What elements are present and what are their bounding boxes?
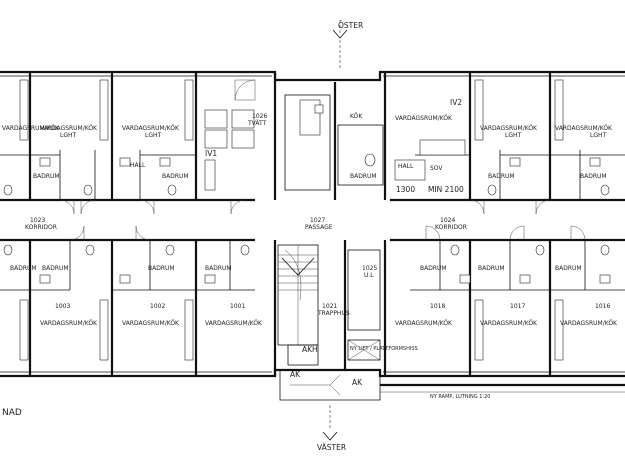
- room-label: LGHT: [145, 132, 162, 139]
- room-label: BADRUM: [33, 173, 60, 180]
- room-number: 1023: [30, 217, 45, 224]
- room-label: TRAPPHUS: [317, 310, 350, 317]
- room-label: BADRUM: [555, 265, 582, 272]
- room-number: 1021: [322, 303, 337, 310]
- room-label: LGHT: [60, 132, 77, 139]
- labels-bottom-units: BADRUM BADRUM BADRUM BADRUM BADRUM BADRU…: [10, 265, 618, 352]
- room-label: HALL: [130, 162, 146, 169]
- central-kitchen: [284, 94, 384, 191]
- room-label: KORRIDOR: [25, 224, 57, 231]
- mark-akh: AKH: [302, 345, 318, 354]
- room-label: VARDAGSRUM/KÖK: [40, 320, 98, 327]
- bathroom-partitions-top: [0, 150, 625, 200]
- room-number: 1003: [55, 303, 70, 310]
- room-label: BADRUM: [580, 173, 607, 180]
- corridor-walls: [0, 198, 625, 242]
- room-label: KÖK: [350, 113, 363, 120]
- room-label: BADRUM: [488, 173, 515, 180]
- room-number: 1025: [362, 265, 377, 272]
- room-number: 1018: [430, 303, 445, 310]
- room-label: HALL: [398, 163, 414, 170]
- labels-corridor: 1023 KORRIDOR 1027 PASSAGE 1024 KORRIDOR: [25, 217, 467, 231]
- outer-wall-top: [0, 70, 625, 82]
- room-label: BADRUM: [42, 265, 69, 272]
- mark-ak-left: AK: [290, 370, 301, 379]
- ramp-note: NY RAMP, LUTNING 1:20: [430, 394, 490, 400]
- room-label: SOV: [430, 165, 443, 172]
- compass-top-label: ÖSTER: [338, 21, 363, 30]
- room-label: BADRUM: [420, 265, 447, 272]
- lift-shaft: [347, 249, 381, 361]
- room-label: BADRUM: [478, 265, 505, 272]
- room-label: PASSAGE: [305, 224, 333, 231]
- room-label: TVÄTT: [247, 120, 267, 127]
- outer-wall-inner-line: [0, 75, 625, 373]
- room-label: VARDAGSRUM/KÖK: [122, 320, 180, 327]
- room-label: LGHT: [505, 132, 522, 139]
- mark-iv2: IV2: [450, 98, 462, 107]
- room-label: BADRUM: [162, 173, 189, 180]
- room-label: BADRUM: [205, 265, 232, 272]
- room-label: BADRUM: [148, 265, 175, 272]
- kitchen-counters-top: [19, 79, 564, 141]
- kitchen-counters-bottom: [19, 299, 564, 361]
- compass-arrow-icon: [332, 29, 348, 39]
- room-label: U.L: [364, 272, 374, 279]
- room-label: KORRIDOR: [435, 224, 467, 231]
- room-number: 1027: [310, 217, 325, 224]
- sink-icons: [39, 157, 611, 284]
- room-label: VARDAGSRUM/KÖK: [395, 320, 453, 327]
- annotations: IV1 IV2 AKH AK AK 1300 MIN 2100 NY RAMP,…: [205, 98, 490, 400]
- room-number: 1024: [440, 217, 455, 224]
- room-number: 1001: [230, 303, 245, 310]
- room-label: VARDAGSRUM/KÖK: [560, 320, 618, 327]
- room-label: VARDAGSRUM/KÖK: [40, 125, 98, 132]
- room-label: VARDAGSRUM/KÖK: [395, 115, 453, 122]
- mark-ak-right: AK: [352, 378, 363, 387]
- room-label: VARDAGSRUM/KÖK: [2, 125, 60, 132]
- room-label: VARDAGSRUM/KÖK: [122, 125, 180, 132]
- room-number: 1002: [150, 303, 165, 310]
- bathroom-partitions-bottom: [0, 240, 625, 291]
- room-label: VARDAGSRUM/KÖK: [205, 320, 263, 327]
- outer-wall-bottom: [0, 368, 625, 378]
- room-number: 1026: [252, 113, 267, 120]
- room-number: 1016: [595, 303, 610, 310]
- toilet-icons: [3, 184, 610, 256]
- floor-label: NAD: [2, 408, 22, 418]
- room-label: VARDAGSRUM/KÖK: [555, 125, 613, 132]
- mark-iv1: IV1: [205, 149, 217, 158]
- compass-arrow-bottom-icon: [322, 431, 338, 441]
- room-label: LGHT: [590, 132, 607, 139]
- labels-top-units: VARDAGSRUM/KÖK VARDAGSRUM/KÖK LGHT VARDA…: [2, 113, 613, 180]
- sov-room-fixtures: [394, 139, 466, 181]
- entrance: [279, 344, 625, 441]
- room-number: 1017: [510, 303, 525, 310]
- door-swings: [59, 199, 586, 241]
- room-label: BADRUM: [350, 173, 377, 180]
- unit-walls-bottom: [28, 240, 552, 376]
- room-label: VARDAGSRUM/KÖK: [480, 125, 538, 132]
- staircase: [277, 244, 319, 346]
- dimension-min-2100: MIN 2100: [428, 185, 464, 194]
- compass-bottom-label: VÄSTER: [317, 443, 346, 452]
- lift-note: NY LIFT / PLATTFORMSHISS: [350, 346, 418, 352]
- laundry-fixtures: [204, 79, 256, 191]
- room-label: BADRUM: [10, 265, 37, 272]
- dimension-1300: 1300: [396, 185, 415, 194]
- room-label: VARDAGSRUM/KÖK: [480, 320, 538, 327]
